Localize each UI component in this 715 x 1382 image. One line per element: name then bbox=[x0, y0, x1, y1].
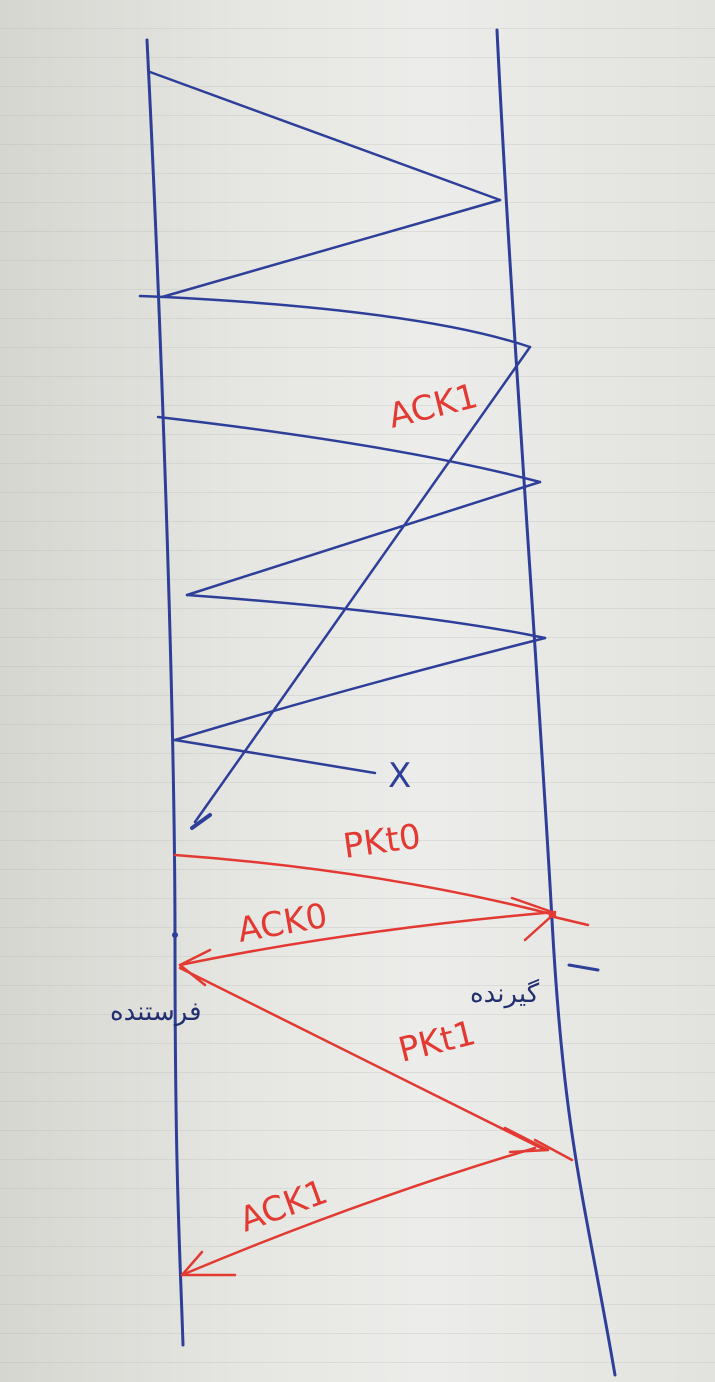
message-line bbox=[156, 415, 542, 484]
ink-mark bbox=[567, 963, 600, 972]
message-line bbox=[173, 636, 547, 742]
ack1-arrow bbox=[180, 1146, 537, 1277]
message-line bbox=[160, 198, 502, 299]
ink-dot bbox=[172, 932, 178, 938]
message-line bbox=[148, 70, 502, 202]
pkt0-label: PKt0 bbox=[341, 816, 424, 866]
ack-line bbox=[193, 345, 532, 824]
ink-mark bbox=[190, 813, 212, 830]
ack0-arrowhead bbox=[178, 948, 212, 987]
sender-label: فرستنده bbox=[110, 997, 202, 1027]
message-line bbox=[138, 294, 167, 299]
message-line bbox=[163, 295, 532, 349]
pkt0-arrow bbox=[173, 853, 557, 917]
pkt1-label: PKt1 bbox=[395, 1013, 480, 1071]
lost-packet-line bbox=[173, 738, 377, 775]
message-line bbox=[185, 593, 547, 640]
ack1-top-label: ACK1 bbox=[385, 376, 482, 437]
receiver-label: گیرنده bbox=[470, 978, 540, 1009]
pkt0-tick bbox=[548, 914, 590, 927]
message-line bbox=[185, 480, 542, 597]
ack0-label: ACK0 bbox=[235, 896, 331, 951]
pkt1-arrow bbox=[178, 966, 547, 1152]
receiver-timeline bbox=[495, 28, 617, 1377]
pkt1-tick bbox=[533, 1138, 574, 1162]
ack1-bottom-label: ACK1 bbox=[234, 1172, 333, 1240]
lost-marker: X bbox=[388, 756, 411, 796]
sender-timeline bbox=[145, 38, 185, 1347]
pkt0-arrowhead bbox=[510, 896, 557, 942]
ack0-arrow bbox=[178, 910, 557, 967]
ack1-arrowhead bbox=[180, 1250, 237, 1277]
